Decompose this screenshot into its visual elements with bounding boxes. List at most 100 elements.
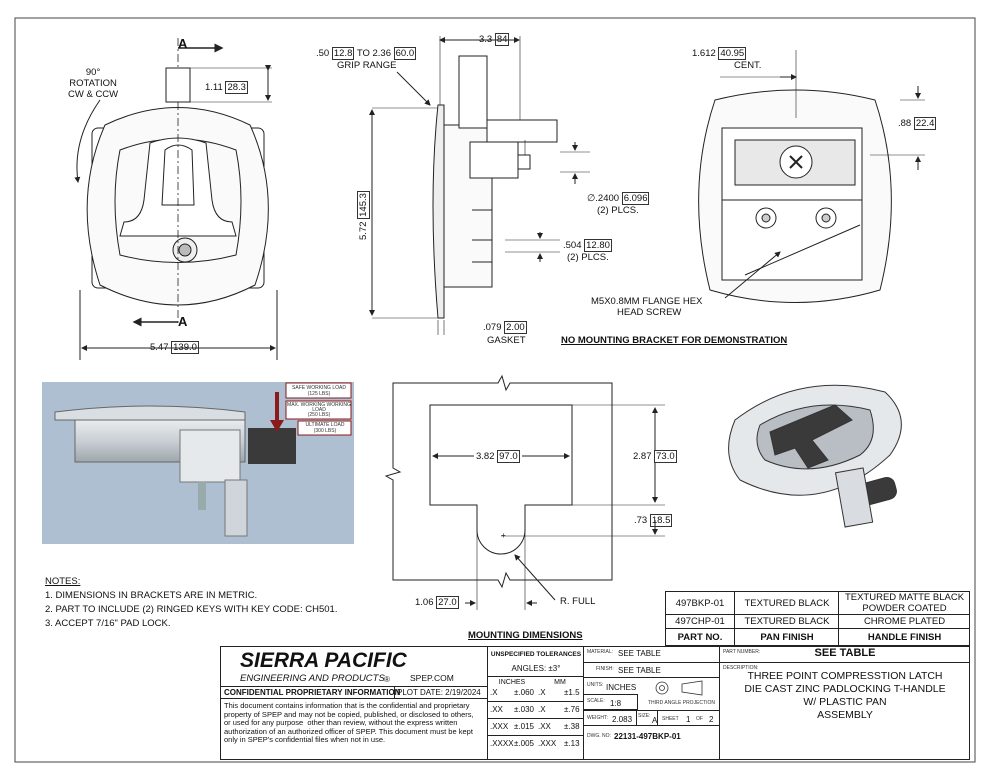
side-view bbox=[369, 36, 590, 335]
dim-handle-height: 1.11 28.3 bbox=[205, 81, 248, 94]
finish-label: FINISH: bbox=[596, 666, 614, 672]
dwg-label: DWG. NO: bbox=[587, 733, 611, 739]
load-ultimate-val: (300 LBS) bbox=[313, 428, 337, 434]
mounting-cutout: + bbox=[384, 374, 665, 610]
company-sub: ENGINEERING AND PRODUCTS bbox=[240, 673, 385, 684]
scale-label: SCALE: bbox=[587, 698, 605, 704]
mounting-panel bbox=[384, 374, 613, 589]
spacing-qty: (2) PLCS. bbox=[567, 252, 609, 263]
iso-t-handle bbox=[769, 404, 853, 469]
side-cam-arm bbox=[486, 119, 558, 143]
dim-hole-dia: ∅.2400 6.096 bbox=[587, 192, 650, 205]
note-1: 1. DIMENSIONS IN BRACKETS ARE IN METRIC. bbox=[45, 590, 258, 601]
svg-text:+: + bbox=[501, 531, 506, 540]
screw-label-2: HEAD SCREW bbox=[617, 307, 682, 318]
rear-cam bbox=[744, 224, 861, 276]
table-header-part: PART NO. bbox=[677, 632, 723, 643]
dim-height: 5.72 145.3 bbox=[357, 191, 370, 240]
tolerance-mm-4: .XXX bbox=[538, 739, 557, 748]
title-block bbox=[220, 646, 970, 760]
partnum-value: SEE TABLE bbox=[814, 647, 876, 659]
desc-line-1: THREE POINT COMPRESSTION LATCH bbox=[747, 670, 943, 682]
tolerance-in-2: .XX bbox=[490, 705, 503, 714]
desc-label: DESCRIPTION: bbox=[723, 665, 759, 671]
iso-view bbox=[728, 384, 902, 528]
tolerances-angles: ANGLES: ±3° bbox=[511, 664, 561, 673]
finish-value: SEE TABLE bbox=[618, 666, 661, 675]
dim-gasket: .079 2.00 bbox=[483, 321, 527, 334]
table-header-handle: HANDLE FINISH bbox=[867, 632, 942, 643]
disclaimer: This document contains information that … bbox=[224, 701, 474, 745]
load-test-image bbox=[42, 382, 354, 544]
tolerance-in-tol-4: ±.005 bbox=[514, 739, 534, 748]
units-label: UNITS: bbox=[587, 682, 604, 688]
screw-label-1: M5X0.8MM FLANGE HEX bbox=[591, 296, 703, 307]
table-row-1-pan: TEXTURED BLACK bbox=[744, 598, 830, 609]
grip-range-label: GRIP RANGE bbox=[337, 60, 397, 71]
dim-overall-width: 5.47 139.0 bbox=[150, 341, 199, 354]
rear-view bbox=[698, 50, 925, 303]
tolerance-in-3: .XXX bbox=[490, 722, 509, 731]
load-ultimate: ULTIMATE LOAD bbox=[305, 422, 345, 428]
of-label: OF bbox=[696, 716, 703, 722]
tolerance-in-tol-2: ±.030 bbox=[514, 705, 534, 714]
load-safe: SAFE WORKING LOAD bbox=[292, 385, 346, 391]
load-safe-val: (125 LBS) bbox=[307, 391, 331, 397]
dim-grip-range: .50 12.8 TO 2.36 60.0 bbox=[316, 47, 417, 60]
table-row-2-part: 497CHP-01 bbox=[675, 616, 725, 627]
weight-value: 2.083 bbox=[612, 715, 633, 724]
side-flange bbox=[432, 104, 445, 319]
reg-mark: ® bbox=[384, 675, 390, 684]
demo-note: NO MOUNTING BRACKET FOR DEMONSTRATION bbox=[561, 335, 788, 346]
dim-offset: .88 22.4 bbox=[898, 117, 937, 130]
mounting-title: MOUNTING DIMENSIONS bbox=[468, 630, 583, 641]
table-row-2-pan: TEXTURED BLACK bbox=[744, 616, 830, 627]
size-value: A bbox=[652, 716, 658, 725]
plot-date: PLOT DATE: 2/19/2024 bbox=[397, 688, 481, 697]
sheet-label: SHEET bbox=[662, 716, 679, 722]
tolerance-in-1: .X bbox=[490, 688, 498, 697]
front-handle-slot bbox=[161, 144, 195, 206]
side-handle bbox=[458, 55, 488, 129]
radius-label: R. FULL bbox=[560, 596, 596, 607]
company-website: SPEP.COM bbox=[410, 673, 454, 683]
tolerance-mm-tol-2: ±.76 bbox=[564, 705, 580, 714]
tol-inches-header: INCHES bbox=[498, 679, 526, 686]
note-2: 2. PART TO INCLUDE (2) RINGED KEYS WITH … bbox=[45, 604, 338, 615]
dwg-number: 22131-497BKP-01 bbox=[614, 732, 681, 741]
table-row-1-handle: TEXTURED MATTE BLACK POWDER COATED bbox=[844, 592, 965, 614]
company-name: SIERRA PACIFIC bbox=[240, 649, 407, 672]
tolerance-in-4: .XXXX bbox=[490, 739, 514, 748]
tolerances-title: UNSPECIFIED TOLERANCES bbox=[490, 651, 582, 658]
section-mark-top: A bbox=[178, 36, 188, 51]
section-mark-bottom: A bbox=[178, 314, 188, 329]
table-row-2-handle: CHROME PLATED bbox=[863, 616, 946, 627]
note-3: 3. ACCEPT 7/16" PAD LOCK. bbox=[45, 618, 171, 629]
table-header-pan: PAN FINISH bbox=[760, 632, 814, 643]
tolerance-mm-2: .X bbox=[538, 705, 546, 714]
tolerance-mm-tol-4: ±.13 bbox=[564, 739, 580, 748]
material-label: MATERIAL: bbox=[587, 649, 614, 655]
partnum-label: PART NUMBER: bbox=[723, 649, 761, 655]
units-value: INCHES bbox=[606, 683, 637, 692]
load-max: MAX. WORKING WORKING bbox=[287, 402, 351, 408]
tolerance-in-tol-3: ±.015 bbox=[514, 722, 534, 731]
projection-symbol-icon bbox=[655, 680, 703, 696]
front-handle-stub bbox=[165, 67, 191, 103]
dim-mount-width: 3.82 97.0 bbox=[474, 450, 522, 463]
weight-label: WEIGHT: bbox=[587, 715, 608, 721]
load-max-2: LOAD bbox=[312, 407, 326, 413]
finish-table bbox=[665, 591, 970, 646]
dim-notch: .73 18.5 bbox=[634, 514, 673, 527]
desc-line-4: ASSEMBLY bbox=[817, 709, 873, 721]
rotation-label: 90° ROTATION CW & CCW bbox=[68, 67, 119, 100]
notes-title: NOTES: bbox=[45, 576, 81, 587]
hole-qty: (2) PLCS. bbox=[597, 205, 639, 216]
photo-handle bbox=[248, 428, 296, 464]
table-row-1-part: 497BKP-01 bbox=[675, 598, 725, 609]
cent-label: CENT. bbox=[734, 60, 762, 71]
scale-value: 1:8 bbox=[610, 699, 622, 708]
of-value: 2 bbox=[709, 715, 714, 724]
